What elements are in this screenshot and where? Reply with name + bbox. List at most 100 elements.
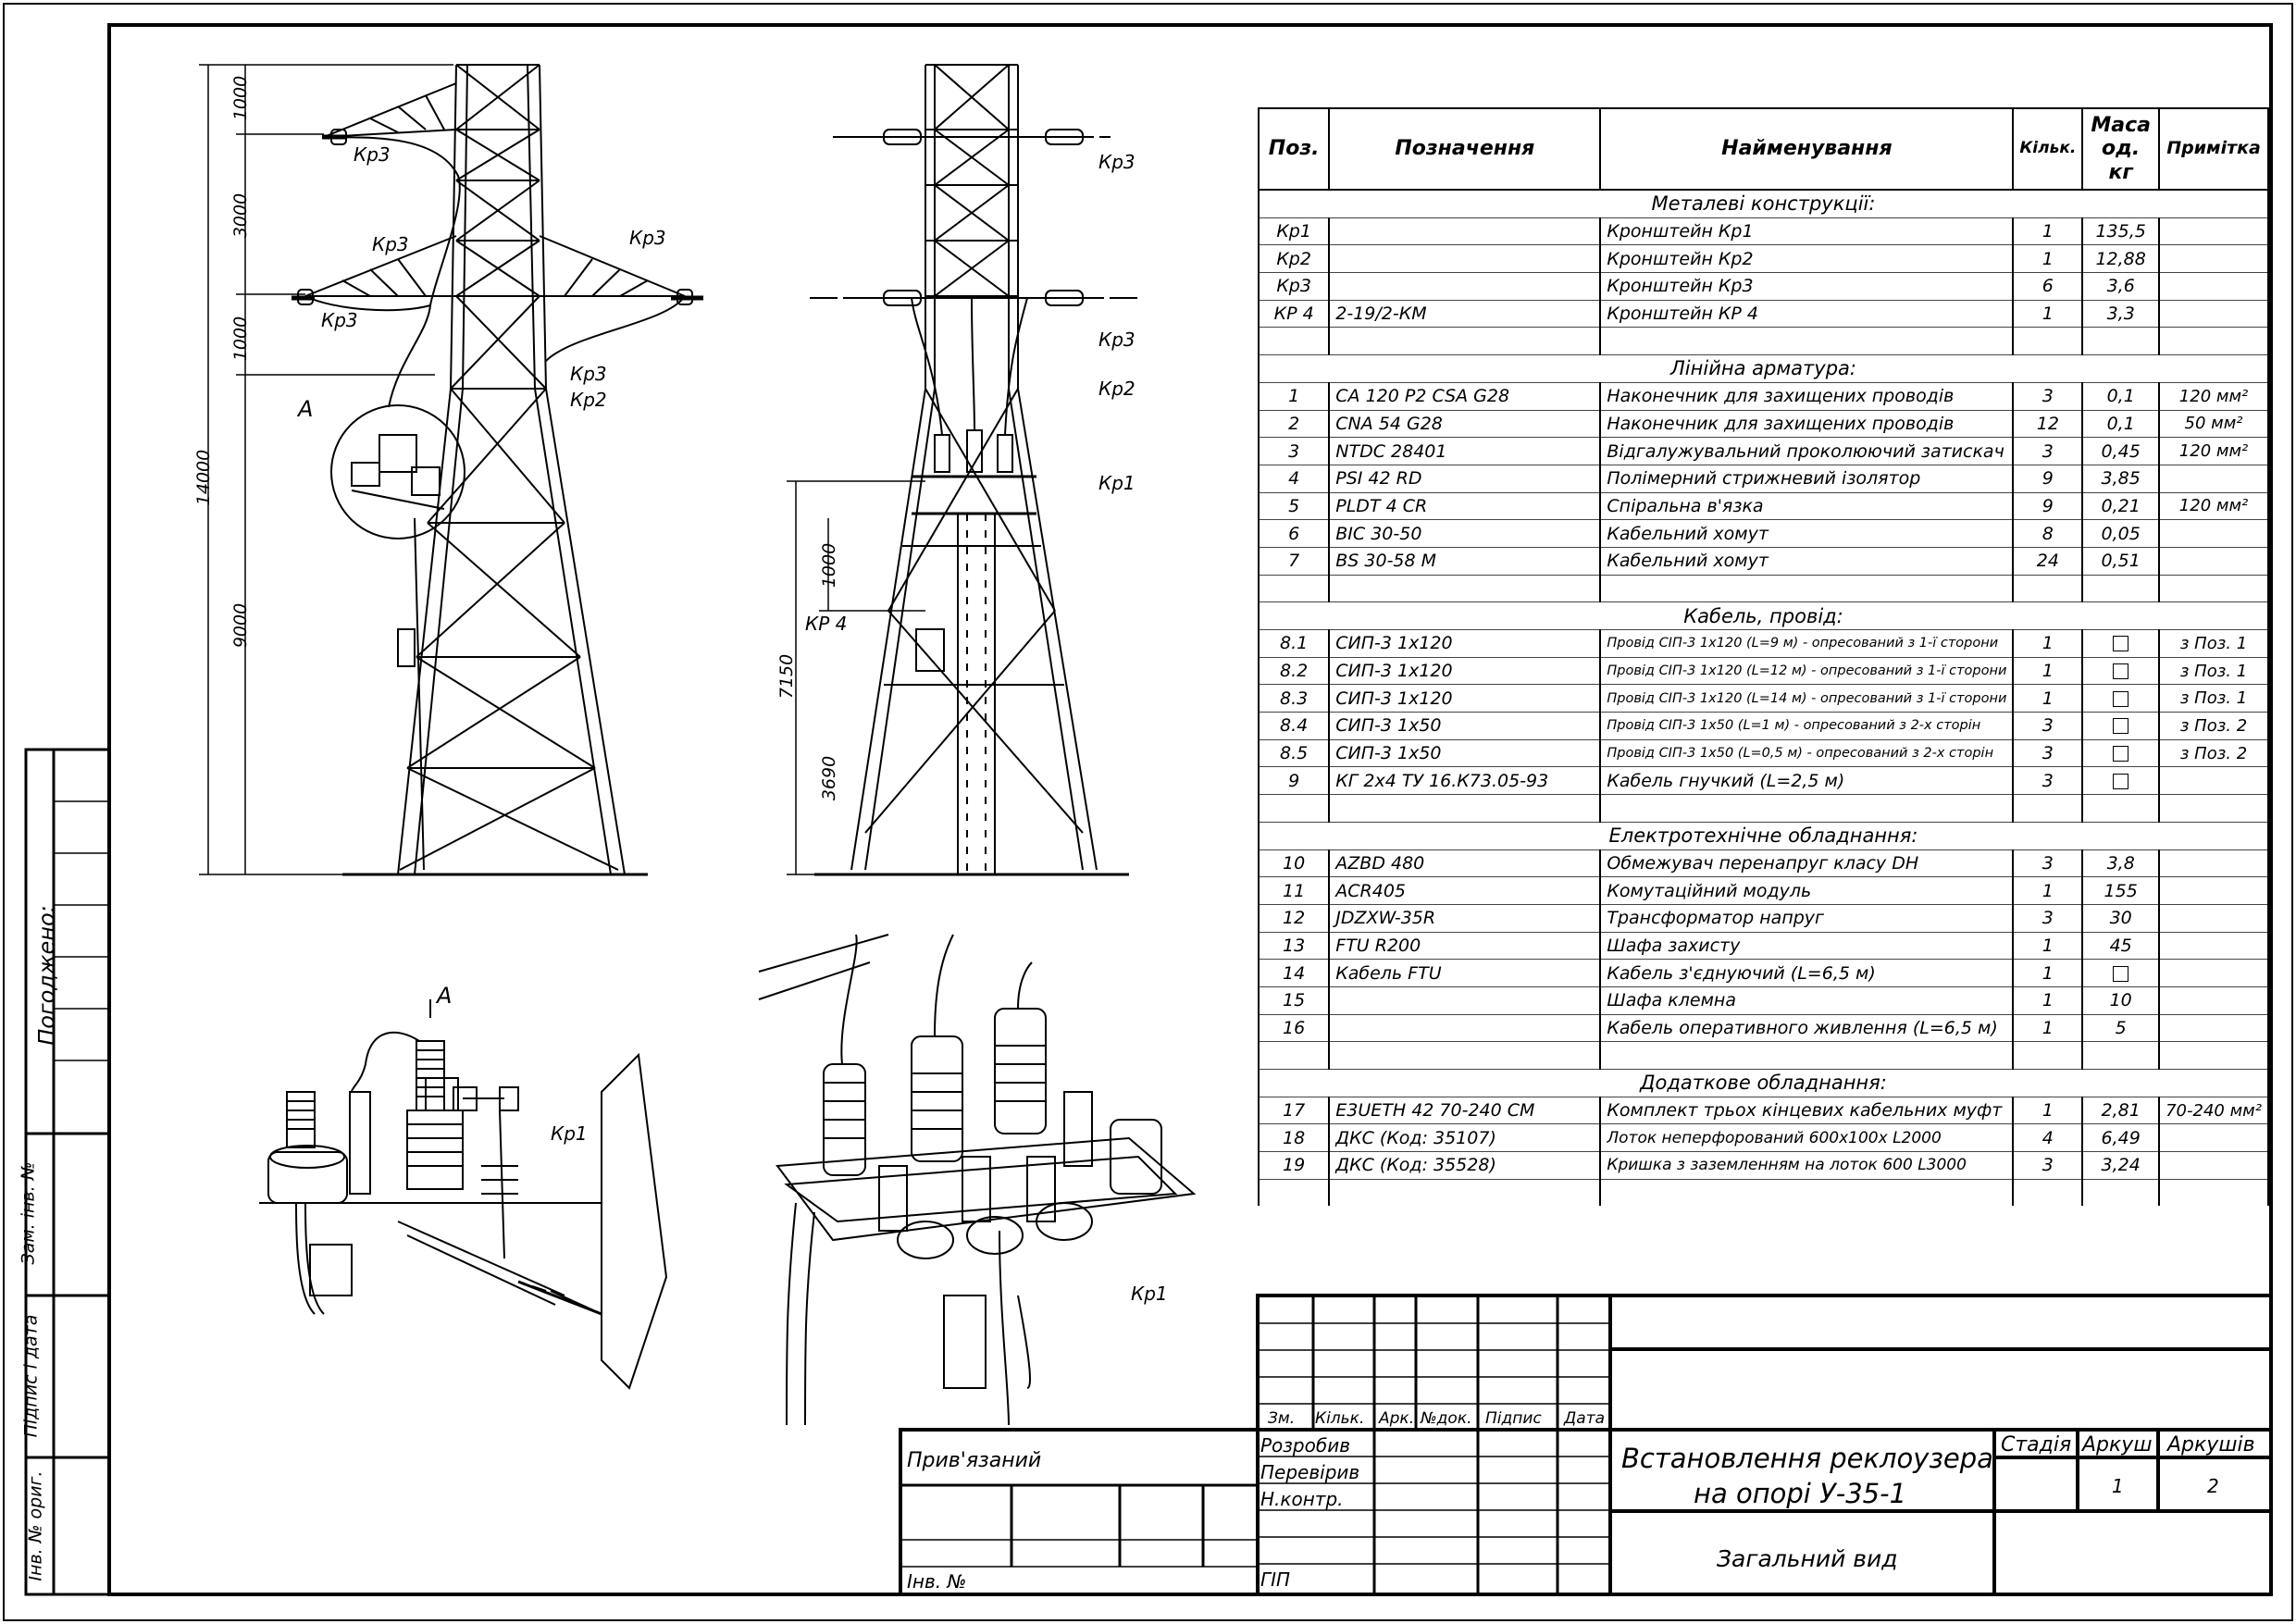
section-title: Додаткове обладнання: [1258, 1069, 2269, 1097]
label-dim-3000: 3000 [230, 192, 252, 239]
section-title: Лінійна арматура: [1258, 354, 2269, 383]
cell-pos: 9 [1257, 766, 1331, 795]
blank-cell [2012, 1178, 2084, 1207]
cell-note [2158, 244, 2269, 273]
cell-mass: 3,85 [2081, 464, 2161, 493]
cell-pos: 1 [1257, 381, 1331, 410]
cell-name: Комплект трьох кінцевих кабельних муфт [1599, 1096, 2015, 1124]
cell-mass: 135,5 [2081, 217, 2161, 245]
blank-cell [2081, 327, 2161, 355]
cell-note [2158, 903, 2269, 933]
cell-designation: СИП-3 1х120 [1328, 656, 1602, 685]
cell-qty: 6 [2012, 272, 2084, 301]
cell-qty: 1 [2012, 986, 2084, 1015]
cell-designation: NTDC 28401 [1328, 437, 1602, 465]
col-header-qty: Кільк. [2012, 107, 2084, 191]
sheets-count: 2 [2207, 1475, 2219, 1497]
cell-qty: 3 [2012, 903, 2084, 933]
col-label-data: Дата [1564, 1409, 1606, 1428]
cell-designation: AZBD 480 [1328, 849, 1602, 877]
cell-pos: 18 [1257, 1123, 1331, 1152]
section-row: Електротехнічне обладнання: [1258, 821, 2269, 849]
cell-pos: 7 [1257, 546, 1331, 576]
blank-cell [2081, 794, 2161, 823]
cell-mass [2081, 656, 2161, 685]
cell-qty: 1 [2012, 299, 2084, 328]
cell-mass: 0,51 [2081, 546, 2161, 576]
cell-name: Кронштейн Кр2 [1599, 244, 2015, 273]
label-kr3: Кр3 [321, 309, 358, 331]
cell-designation: 2-19/2-КМ [1328, 299, 1602, 328]
cell-mass: 155 [2081, 876, 2161, 905]
col-label-ark: Арк. [1379, 1409, 1415, 1428]
cell-pos: 8.1 [1257, 629, 1331, 658]
label-kr2: Кр2 [1098, 378, 1136, 400]
cell-pos: 6 [1257, 519, 1331, 548]
cell-designation: CNA 54 G28 [1328, 409, 1602, 438]
drawing-title-line2: на опорі У-35-1 [1694, 1478, 1907, 1509]
label-dim-1000-mid: 1000 [230, 316, 252, 362]
cell-pos: Кр1 [1257, 217, 1331, 245]
cell-mass: 0,1 [2081, 409, 2161, 438]
cell-mass [2081, 959, 2161, 987]
blank-cell [2012, 794, 2084, 823]
specification-table: Поз. Позначення Найменування Кільк. Маса… [1257, 107, 2269, 1207]
label-kr4: КР 4 [805, 613, 848, 635]
side-replace-inv-label: Зам. інв. № [18, 1161, 39, 1265]
col-label-kilk: Кільк. [1315, 1409, 1365, 1428]
cell-name: Трансформатор напруг [1599, 903, 2015, 933]
empty-box-icon [2113, 965, 2129, 982]
blank-cell [1599, 574, 2015, 602]
inv-number-label: Інв. № [907, 1570, 967, 1593]
blank-cell [2012, 327, 2084, 355]
cell-mass: 0,1 [2081, 381, 2161, 410]
label-kr3: Кр3 [1098, 329, 1136, 351]
cell-designation: PLDT 4 CR [1328, 491, 1602, 520]
cell-pos: 8.4 [1257, 712, 1331, 740]
cell-pos: 11 [1257, 876, 1331, 905]
cell-name: Провід СІП-3 1х120 (L=9 м) - опресований… [1599, 629, 2015, 658]
label-view-a-detail: A [437, 983, 453, 1009]
cell-designation: ДКС (Код: 35107) [1328, 1123, 1602, 1152]
cell-qty: 1 [2012, 876, 2084, 905]
cell-designation: СИП-3 1х120 [1328, 629, 1602, 658]
label-kr3: Кр3 [629, 227, 666, 249]
label-kr3: Кр3 [372, 233, 409, 255]
cell-name: Шафа захисту [1599, 931, 2015, 960]
cell-qty: 4 [2012, 1123, 2084, 1152]
blank-cell [2158, 1178, 2269, 1207]
cell-pos: Кр2 [1257, 244, 1331, 273]
cell-pos: 2 [1257, 409, 1331, 438]
attached-label: Прив'язаний [907, 1449, 1042, 1472]
empty-box-icon [2113, 636, 2129, 652]
cell-mass: 45 [2081, 931, 2161, 960]
cell-pos: 16 [1257, 1013, 1331, 1042]
section-row: Металеві конструкції: [1258, 190, 2269, 218]
blank-cell [2158, 574, 2269, 602]
cell-designation: Кабель FTU [1328, 959, 1602, 987]
cell-pos: 3 [1257, 437, 1331, 465]
cell-mass: 3,3 [2081, 299, 2161, 328]
cell-designation [1328, 217, 1602, 245]
side-orig-inv-label: Інв. № ориг. [25, 1470, 46, 1581]
cell-designation: BS 30-58 M [1328, 546, 1602, 576]
cell-qty: 3 [2012, 738, 2084, 767]
cell-qty: 1 [2012, 629, 2084, 658]
cell-pos: 8.5 [1257, 738, 1331, 767]
cell-mass: 30 [2081, 903, 2161, 933]
cell-mass: 10 [2081, 986, 2161, 1015]
label-dim-9000: 9000 [230, 602, 252, 649]
cell-pos: 19 [1257, 1151, 1331, 1180]
col-header-mass: Маса од. кг [2081, 107, 2161, 191]
label-kr1: Кр1 [551, 1122, 588, 1145]
blank-cell [1328, 327, 1602, 355]
